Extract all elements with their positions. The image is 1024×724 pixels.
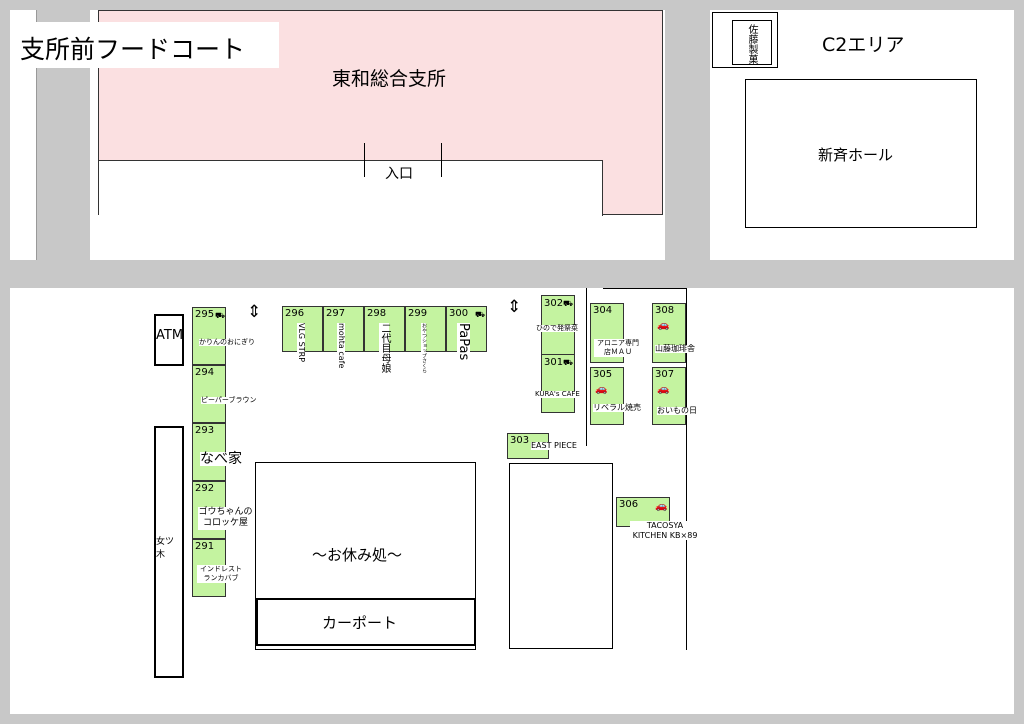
stall-name: PaPas [456, 323, 471, 361]
page-title: 支所前フードコート [20, 35, 246, 64]
mid-divider [586, 288, 587, 446]
stall-name: EAST PIECE [531, 441, 577, 450]
car-icon: 🚗 [655, 501, 668, 512]
stall-number: 307 [655, 369, 675, 380]
stall-name: かりんのおにぎり [199, 338, 255, 346]
stall-number: 305 [593, 369, 613, 380]
stall-number: 303 [510, 435, 530, 446]
stall-name: TACOSYA KITCHEN KB×89 [630, 521, 700, 541]
truck-icon: ⛟ [563, 299, 574, 308]
truck-icon: ⛟ [215, 311, 226, 320]
stall-number: 299 [408, 308, 428, 319]
stall-name: KURA's CAFE [535, 390, 580, 398]
stall-name: 二代目母娘 [379, 323, 390, 373]
truck-icon: ⛟ [475, 310, 486, 319]
atm-box: ATM [154, 314, 184, 366]
stall-295[interactable]: 295 ⛟ [192, 307, 226, 365]
stall-name: おいもの日 [657, 406, 697, 415]
stall-name: ピーパーブラウン [201, 396, 257, 404]
carport: カーポート [256, 598, 476, 646]
title-box: 支所前フードコート [14, 22, 279, 68]
main-building-label: 東和総合支所 [332, 68, 447, 90]
rest-label: ～お休み処～ [312, 546, 403, 564]
stall-number: 293 [195, 425, 215, 436]
stall-number: 300 [449, 308, 469, 319]
arrow-updown: ⇕ [247, 302, 262, 322]
entrance-post-left [364, 143, 365, 177]
arrow-updown: ⇕ [507, 297, 522, 317]
stall-name: アロニア専門店ＭＡＵ [594, 339, 642, 358]
hall-label: 新斉ホール [818, 146, 894, 164]
sato-label: 佐藤製菓 [746, 24, 757, 64]
stall-divider [541, 354, 575, 355]
stall-name: リベラル焼売 [593, 403, 641, 412]
stall-number: 292 [195, 483, 215, 494]
hall-box: 新斉ホール [745, 79, 977, 228]
stall-number: 304 [593, 305, 613, 316]
stall-number: 297 [326, 308, 346, 319]
building-edge [98, 10, 99, 160]
right-divider [686, 288, 687, 650]
stall-name: ゴウちゃんのコロッケ屋 [198, 507, 253, 530]
stall-name: ひので発祭菜 [536, 324, 578, 332]
car-icon: 🚗 [595, 384, 608, 395]
stall-name: なべ家 [200, 451, 242, 467]
stall-307[interactable]: 307 🚗 [652, 367, 686, 425]
onna-box: 女ツ木 [154, 426, 184, 678]
stall-number: 301 [544, 357, 564, 368]
sato-box: 佐藤製菓 [732, 20, 772, 65]
lower-top-line [603, 288, 687, 289]
stall-308[interactable]: 308 🚗 [652, 303, 686, 363]
stall-name: mohta cafe [337, 323, 346, 369]
truck-icon: ⛟ [563, 358, 574, 367]
carport-label: カーポート [322, 614, 398, 632]
stall-name: おやつショップさくら [421, 323, 427, 373]
stall-name: 山藤珈琲舎 [655, 344, 695, 353]
stall-305[interactable]: 305 🚗 [590, 367, 624, 425]
stall-number: 306 [619, 499, 639, 510]
entrance-label: 入口 [385, 166, 413, 182]
stall-number: 296 [285, 308, 305, 319]
empty-lot [509, 463, 613, 649]
stall-number: 308 [655, 305, 675, 316]
stall-number: 291 [195, 541, 215, 552]
atm-label: ATM [156, 328, 184, 343]
stall-number: 294 [195, 367, 215, 378]
building-notch [99, 160, 603, 216]
car-icon: 🚗 [657, 320, 670, 331]
c2-label: C2エリア [822, 34, 905, 56]
car-icon: 🚗 [657, 384, 670, 395]
stall-name: インドレストランカバブ [197, 565, 245, 584]
onna-label: 女ツ木 [156, 537, 175, 560]
stall-number: 295 [195, 309, 215, 320]
stall-number: 302 [544, 298, 564, 309]
stall-294[interactable]: 294 [192, 365, 226, 423]
stall-name: VLG STRP [297, 323, 306, 363]
stall-number: 298 [367, 308, 387, 319]
entrance-post-right [441, 143, 442, 177]
